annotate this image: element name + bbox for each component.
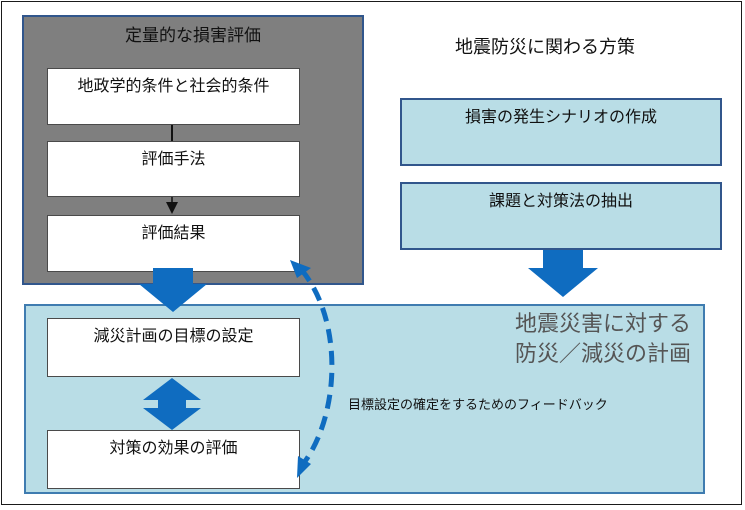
step-method-label: 評価手法: [141, 149, 206, 168]
quantitative-assessment-title: 定量的な損害評価: [125, 26, 261, 46]
target-setting-label: 減災計画の目標の設定: [93, 326, 254, 345]
effect-evaluation-box: 対策の効果の評価: [47, 430, 300, 489]
disaster-plan-title-line1: 地震災害に対する: [514, 312, 691, 337]
step-conditions-label: 地政学的条件と社会的条件: [77, 76, 270, 95]
step-result-label: 評価結果: [141, 223, 206, 242]
feedback-label: 目標設定の確定をするためのフィードバック: [348, 398, 608, 413]
double-arrow: [143, 378, 201, 430]
feedback-curve: [298, 266, 335, 470]
scenario-label: 損害の発生シナリオの作成: [464, 107, 657, 126]
measures-title: 地震防災に関わる方策: [455, 37, 635, 58]
target-setting-box: 減災計画の目標の設定: [47, 318, 300, 377]
feedback-arrowhead-bottom: [297, 456, 311, 478]
step-method-box: 評価手法: [47, 141, 300, 197]
feedback-arrowhead-top: [290, 260, 311, 278]
down-arrow-left: [139, 268, 207, 312]
extraction-box: 課題と対策法の抽出: [400, 182, 722, 250]
effect-evaluation-label: 対策の効果の評価: [109, 438, 238, 457]
down-arrow-right: [528, 250, 598, 297]
extraction-label: 課題と対策法の抽出: [488, 191, 633, 210]
disaster-plan-title-line2: 防災／減災の計画: [514, 342, 691, 367]
scenario-box: 損害の発生シナリオの作成: [400, 98, 722, 166]
disaster-plan-title: 地震災害に対する 防災／減災の計画: [515, 310, 691, 370]
step-conditions-box: 地政学的条件と社会的条件: [47, 68, 300, 125]
